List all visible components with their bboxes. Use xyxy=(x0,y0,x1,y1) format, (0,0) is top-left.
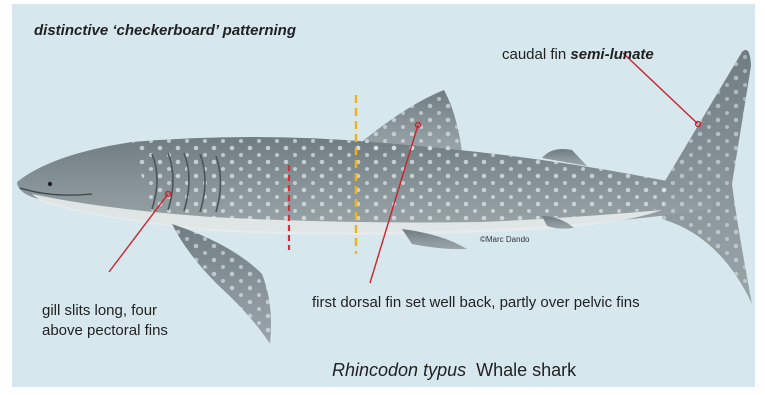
caudal-fin-prefix: caudal fin xyxy=(502,46,570,63)
gill-slits-line-1: gill slits long, four xyxy=(42,301,242,321)
gill-slits-label: gill slits long, four above pectoral fin… xyxy=(42,301,242,341)
caudal-fin-emphasis: semi-lunate xyxy=(570,46,653,63)
dorsal-fin-label: first dorsal fin set well back, partly o… xyxy=(312,294,640,311)
caudal-fin-label: caudal fin semi-lunate xyxy=(502,46,654,63)
pattern-note: distinctive ‘checkerboard’ patterning xyxy=(34,22,296,39)
gill-slits-line-2: above pectoral fins xyxy=(42,321,242,341)
scientific-name: Rhincodon typus xyxy=(332,360,466,380)
illustration-panel: distinctive ‘checkerboard’ patterning ca… xyxy=(12,4,755,387)
artist-credit: ©Marc Dando xyxy=(480,235,529,244)
species-caption: Rhincodon typus Whale shark xyxy=(332,360,576,381)
common-name: Whale shark xyxy=(476,360,576,380)
